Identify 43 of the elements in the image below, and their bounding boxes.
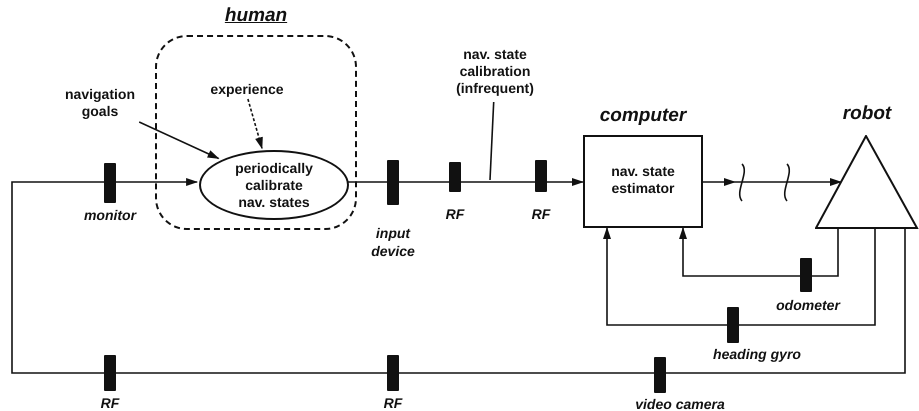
- channel-block: [449, 162, 461, 192]
- process-text: periodically calibrate nav. states: [234, 160, 314, 210]
- connector-line: [116, 372, 387, 374]
- arrow: [703, 178, 841, 186]
- group-title: human: [224, 5, 288, 27]
- block-title: robot: [842, 103, 893, 125]
- block-label: RF: [100, 394, 120, 411]
- channel-block: [387, 160, 399, 205]
- connector-line: [812, 228, 839, 277]
- process-text: nav. state estimator: [610, 163, 676, 197]
- block-label: RF: [532, 205, 550, 223]
- arrow: [679, 227, 800, 277]
- connector-line: [739, 228, 876, 326]
- arrow: [116, 178, 198, 186]
- block-title: computer: [598, 105, 688, 127]
- channel-block: [800, 258, 812, 292]
- channel-block: [654, 357, 666, 393]
- channel-block: [727, 307, 739, 343]
- connector-line: [399, 181, 449, 183]
- arrow: [138, 121, 220, 160]
- connector-line: [399, 372, 654, 374]
- block-label: input device: [370, 224, 416, 260]
- block-label: video camera: [635, 395, 725, 411]
- channel-block: [104, 163, 116, 203]
- leader-line: [489, 102, 494, 180]
- annotation-text: nav. state calibration (infrequent): [455, 46, 535, 97]
- connector-line: [346, 181, 387, 183]
- arrow: [603, 227, 727, 326]
- connector-line: [11, 181, 104, 374]
- connector-line: [461, 181, 535, 183]
- block-label: RF: [446, 205, 464, 223]
- channel-block: [387, 355, 399, 391]
- channel-block: [104, 355, 116, 391]
- block-label: monitor: [84, 206, 136, 224]
- arrow: [547, 178, 584, 186]
- block-label: RF: [384, 394, 402, 411]
- block-label: odometer: [776, 296, 840, 314]
- annotation-text: experience: [209, 81, 285, 98]
- channel-block: [535, 160, 547, 192]
- arrow: [247, 98, 263, 150]
- annotation-text: navigation goals: [64, 86, 136, 120]
- connector-line: [666, 228, 906, 374]
- block-label: heading gyro: [713, 345, 801, 363]
